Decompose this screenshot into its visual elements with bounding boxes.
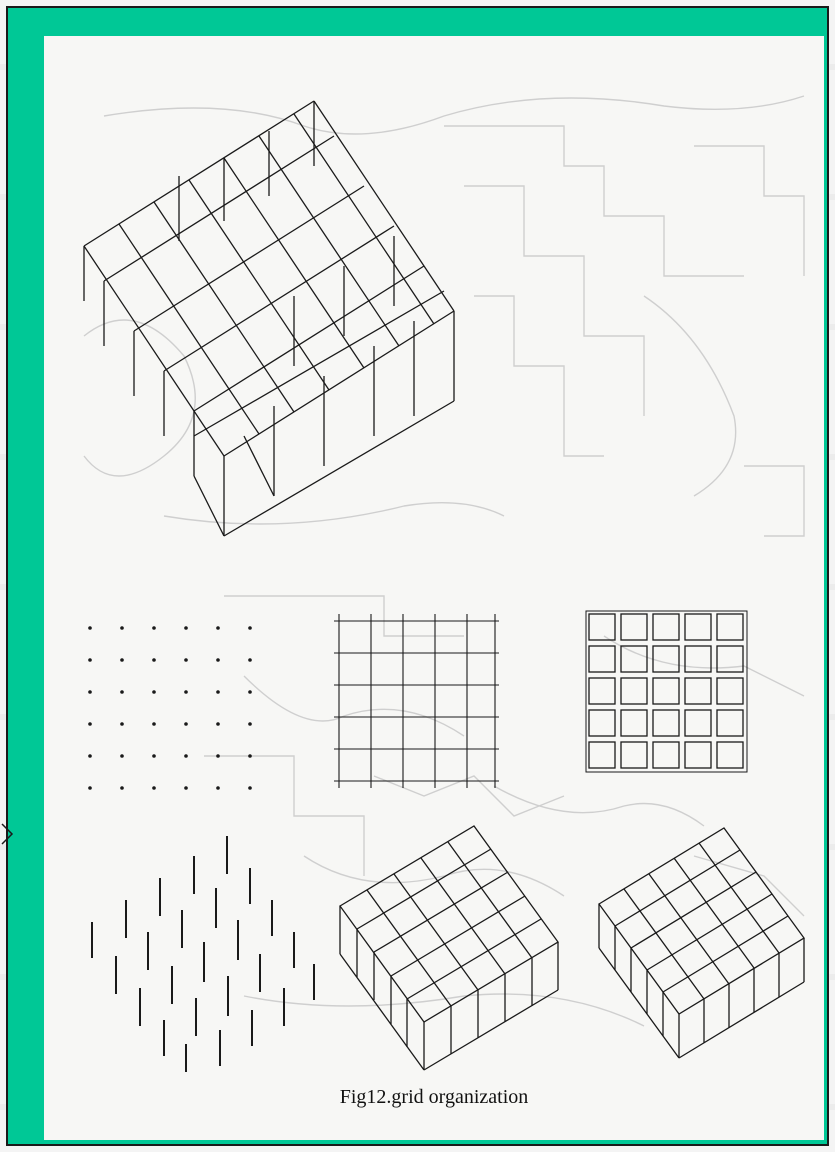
isometric-cube-grid: [599, 828, 804, 1058]
line-grid: [334, 614, 499, 788]
background-ghost-sketch: [84, 96, 804, 1026]
grid-organization-drawing: [44, 36, 824, 1076]
post-field: [92, 836, 314, 1072]
figure-sheet: Fig12.grid organization: [44, 36, 824, 1140]
dot-grid: [88, 626, 252, 790]
figure-caption: Fig12.grid organization: [44, 1086, 824, 1109]
figure-frame: Fig12.grid organization: [6, 6, 829, 1146]
chevron-right-icon[interactable]: [0, 822, 14, 846]
isometric-frame-grid: [340, 826, 558, 1070]
cell-grid: [586, 611, 747, 772]
